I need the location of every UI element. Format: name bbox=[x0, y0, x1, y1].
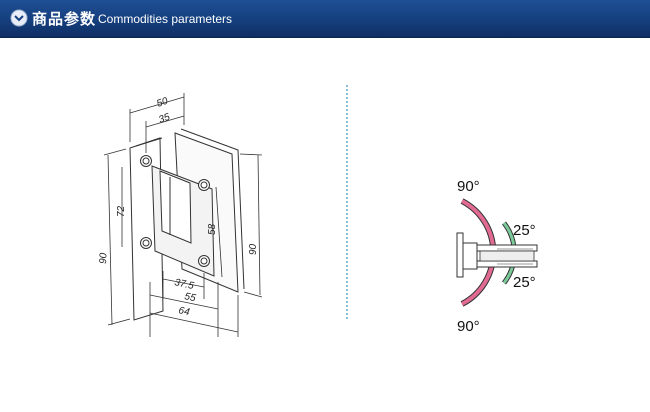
section-title: 商品参数 bbox=[32, 10, 97, 28]
dim-height-inner: 72 bbox=[116, 205, 127, 217]
angle-label-upper: 25° bbox=[513, 222, 536, 239]
angle-label-bottom: 90° bbox=[457, 318, 480, 335]
dim-right-inner: 58 bbox=[207, 223, 218, 235]
angle-label-lower: 25° bbox=[513, 274, 536, 291]
dimension-lines bbox=[103, 93, 263, 337]
dim-right-outer: 90 bbox=[248, 243, 259, 255]
section-header: 商品参数 Commodities parameters bbox=[0, 0, 650, 38]
angle-diagram: 90° 25° 25° 90° bbox=[456, 178, 538, 335]
dimension-labels: 50 35 90 72 58 90 37.5 55 64 bbox=[98, 96, 259, 319]
dim-bottom-1: 37.5 bbox=[173, 277, 195, 292]
chevron-down-icon bbox=[10, 9, 28, 27]
hinge-drawing bbox=[129, 128, 245, 321]
section-subtitle: Commodities parameters bbox=[98, 12, 233, 26]
diagram-area: 50 35 90 72 58 90 37.5 55 64 bbox=[0, 37, 650, 407]
angle-label-top: 90° bbox=[457, 178, 480, 195]
hinge-diagram: 50 35 90 72 58 90 37.5 55 64 bbox=[98, 85, 538, 337]
dim-bottom-2: 55 bbox=[183, 291, 197, 304]
dim-height-outer: 90 bbox=[98, 252, 109, 264]
dim-top-inner: 35 bbox=[157, 112, 172, 126]
dim-top-outer: 50 bbox=[155, 96, 170, 110]
dim-bottom-3: 64 bbox=[177, 305, 191, 318]
